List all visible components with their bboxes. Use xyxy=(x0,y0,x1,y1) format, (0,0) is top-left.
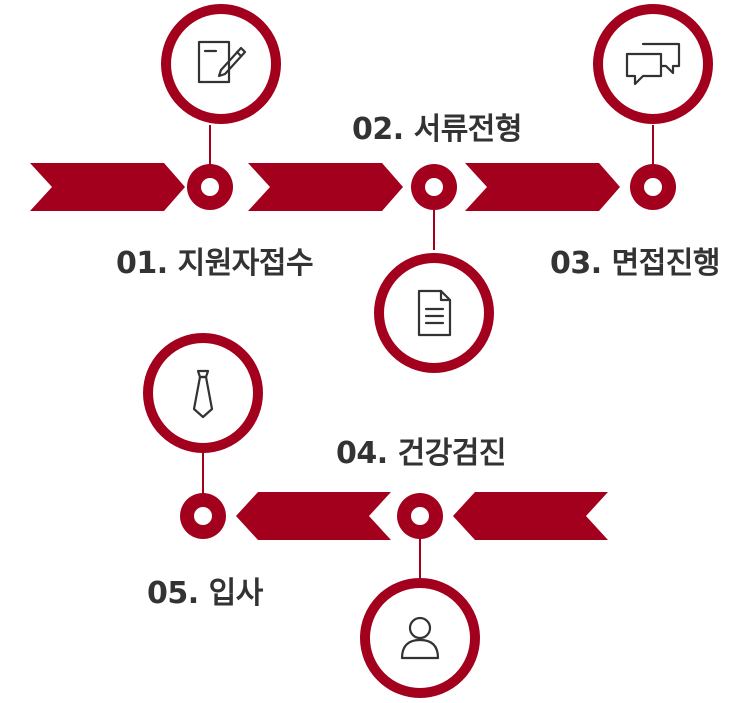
necktie-icon xyxy=(192,369,214,419)
arrow-segment-4 xyxy=(453,492,608,540)
step-icon-circle-1 xyxy=(161,4,281,124)
node-dot-1 xyxy=(187,164,233,210)
arrow-segment-5 xyxy=(236,492,391,540)
arrow-segment-1 xyxy=(30,163,185,211)
document-icon xyxy=(417,289,452,337)
node-dot-5 xyxy=(180,493,226,539)
step-label-4: 04. 건강검진 xyxy=(336,436,507,471)
node-dot-3 xyxy=(630,164,676,210)
arrow-segment-2 xyxy=(248,163,403,211)
step-label-3: 03. 면접진행 xyxy=(550,246,721,281)
step-label-2: 02. 서류전형 xyxy=(352,112,523,147)
form-pen-icon xyxy=(197,40,247,84)
step-label-1: 01. 지원자접수 xyxy=(116,246,314,281)
person-icon xyxy=(400,616,440,660)
step-icon-circle-4 xyxy=(360,578,480,698)
step-icon-circle-3 xyxy=(593,4,713,124)
arrow-segment-3 xyxy=(465,163,620,211)
node-dot-4 xyxy=(397,493,443,539)
step-icon-circle-5 xyxy=(143,333,263,453)
step-label-5: 05. 입사 xyxy=(147,576,263,611)
node-dot-2 xyxy=(411,164,457,210)
chat-bubbles-icon xyxy=(625,42,681,86)
step-icon-circle-2 xyxy=(374,253,494,373)
